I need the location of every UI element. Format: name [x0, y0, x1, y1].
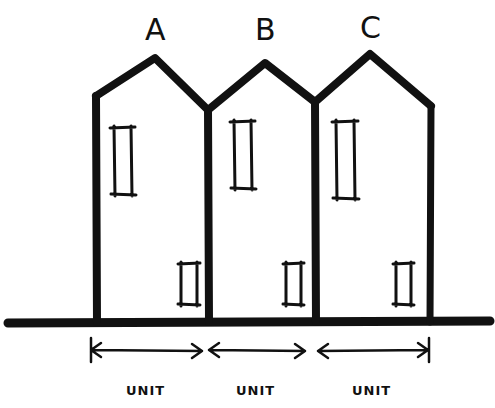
wall — [430, 106, 431, 322]
wall — [208, 110, 209, 322]
wall — [96, 96, 97, 322]
unit-letter: B — [255, 15, 276, 45]
roof-line — [96, 54, 431, 110]
door — [178, 262, 414, 306]
dimension-label: UNIT — [126, 384, 165, 397]
dimension-arrow — [91, 338, 429, 362]
ground-line — [8, 321, 490, 323]
unit-letter: A — [145, 15, 166, 45]
wall — [315, 102, 316, 322]
dimension-label: UNIT — [352, 384, 391, 397]
dimension-label: UNIT — [236, 384, 275, 397]
window — [110, 120, 359, 200]
unit-letter: C — [360, 13, 381, 43]
